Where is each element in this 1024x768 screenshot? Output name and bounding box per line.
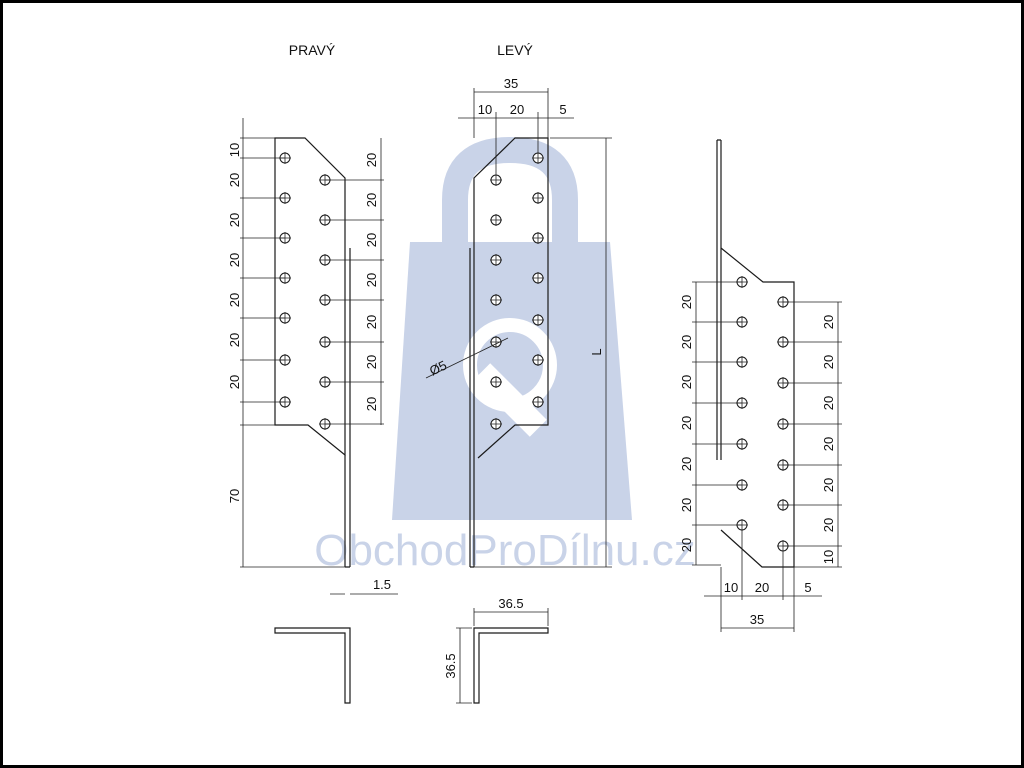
- dim-label: 1.5: [373, 577, 391, 592]
- dim-label: 20: [227, 253, 242, 267]
- watermark-shackle: [442, 136, 578, 248]
- dims-right-text: 20 20 20 20 20 20 20 1.5: [364, 153, 391, 592]
- dim-label: 20: [227, 213, 242, 227]
- angle-profile: [473, 627, 549, 704]
- view-left-front: 35 10 20 5 L Ø5: [425, 76, 612, 568]
- technical-drawing: ObchodProDílnu.cz PRAVÝ LEVÝ: [227, 42, 842, 704]
- dim-label: 20: [755, 580, 769, 595]
- view-side: 20 20 20 20 20 20 20 20 20 20 20 20 20 1…: [679, 139, 842, 632]
- dim-label: 20: [821, 396, 836, 410]
- dims-left-text: 10 20 20 20 20 20 20 70: [227, 143, 242, 503]
- dim-right-lines: [325, 138, 398, 595]
- dim-label: 20: [679, 538, 694, 552]
- profile-left: 36.5 36.5: [443, 596, 549, 704]
- profile-right: [274, 627, 351, 704]
- dim-label: 20: [679, 457, 694, 471]
- dim-label: Ø5: [427, 357, 449, 378]
- angle-profile: [274, 627, 351, 704]
- dims-right-text: 20 20 20 20 20 20 10: [821, 315, 836, 564]
- dim-label: 20: [821, 355, 836, 369]
- dim-label: L: [589, 348, 604, 355]
- dim-label: 20: [227, 173, 242, 187]
- dim-label: 10: [821, 550, 836, 564]
- dim-L-lines: [474, 137, 612, 568]
- dim-label: 5: [559, 102, 566, 117]
- dim-label: 20: [821, 518, 836, 532]
- dim-label: 20: [364, 193, 379, 207]
- dim-right-lines: [783, 301, 842, 568]
- dim-label: 20: [679, 295, 694, 309]
- dim-label: 10: [227, 143, 242, 157]
- dim-label: 20: [821, 478, 836, 492]
- flange-edge: [469, 248, 474, 568]
- dim-label: 35: [504, 76, 518, 91]
- dim-label: 20: [364, 233, 379, 247]
- plate-outline: [274, 137, 346, 457]
- dim-label: 20: [821, 437, 836, 451]
- dims-bottom-text: 10 20 5 35: [724, 580, 812, 627]
- dim-label: 20: [364, 397, 379, 411]
- dim-label: 20: [227, 333, 242, 347]
- plate-outline: [720, 247, 795, 568]
- dims-left-text: 20 20 20 20 20 20 20: [679, 295, 694, 552]
- dim-label: 36.5: [443, 653, 458, 678]
- dim-label: 20: [364, 153, 379, 167]
- dims-text: 35 10 20 5 L Ø5: [427, 76, 604, 378]
- dim-label: 20: [821, 315, 836, 329]
- dim-label: 20: [510, 102, 524, 117]
- profile-dim-lines: [456, 608, 549, 704]
- watermark-bag: [392, 242, 632, 520]
- dim-top-lines: [458, 88, 574, 174]
- view-right-front: 10 20 20 20 20 20 20 70 20 20 20 20 20 2…: [227, 118, 398, 595]
- watermark-text: ObchodProDílnu.cz: [314, 526, 696, 575]
- flange-edge: [716, 139, 722, 460]
- dim-label: 10: [478, 102, 492, 117]
- dim-label: 20: [679, 498, 694, 512]
- dim-label: 5: [804, 580, 811, 595]
- dim-label: 20: [227, 375, 242, 389]
- dim-label: 20: [364, 315, 379, 329]
- dim-hole-leader: [425, 337, 509, 379]
- dim-label: 20: [364, 355, 379, 369]
- dim-left-lines: [240, 118, 345, 568]
- dim-label: 35: [750, 612, 764, 627]
- dim-label: 20: [679, 416, 694, 430]
- title-left: LEVÝ: [497, 42, 533, 58]
- dim-label: 20: [679, 335, 694, 349]
- dim-label: 20: [364, 273, 379, 287]
- center-marks: [490, 152, 544, 430]
- dim-label: 20: [227, 293, 242, 307]
- dim-bottom-lines: [704, 530, 822, 632]
- flange-edge: [344, 248, 351, 568]
- title-right: PRAVÝ: [289, 42, 336, 58]
- dim-label: 10: [724, 580, 738, 595]
- dim-label: 70: [227, 489, 242, 503]
- dim-label: 20: [679, 375, 694, 389]
- dim-label: 36.5: [498, 596, 523, 611]
- dim-left-lines: [692, 281, 742, 566]
